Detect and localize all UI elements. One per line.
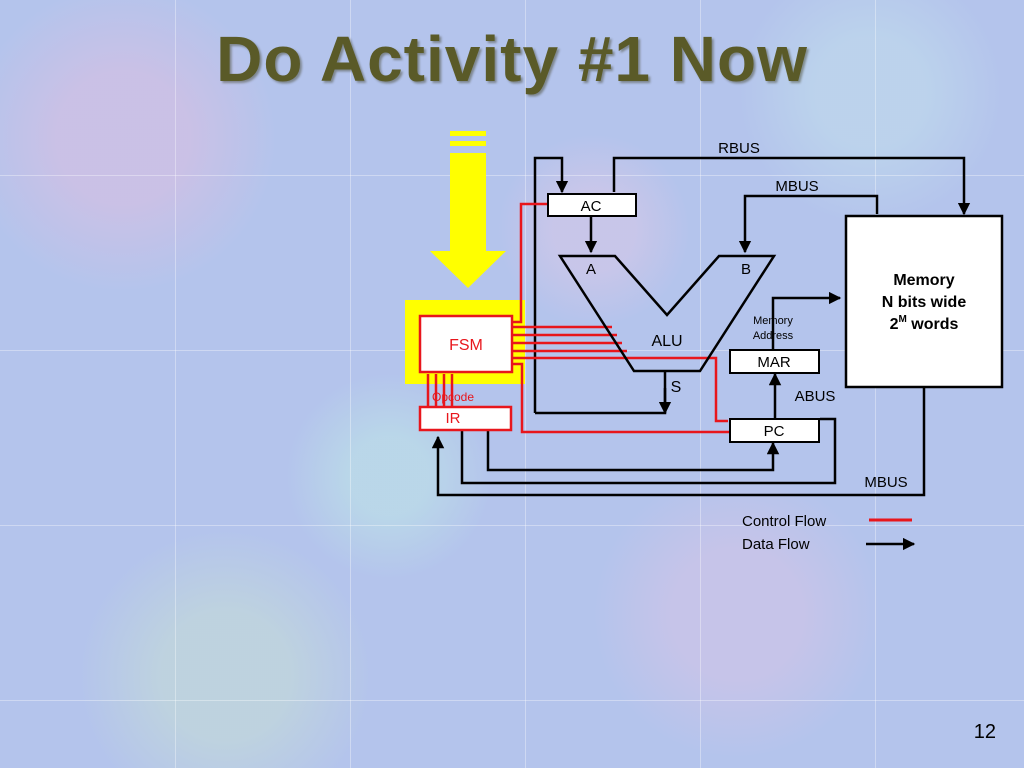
pc-register xyxy=(729,418,820,443)
ir-register xyxy=(418,405,513,432)
alu-input-b-label: B xyxy=(741,261,751,278)
memory-size: 2M words xyxy=(890,314,959,333)
grid-line xyxy=(0,700,1024,701)
fsm-label: FSM xyxy=(449,337,483,354)
ac-label: AC xyxy=(581,198,602,215)
ac-register xyxy=(547,193,637,217)
memory-address-label-2: Address xyxy=(753,330,794,342)
yellow-down-arrow-icon xyxy=(430,131,506,288)
data-flow-wires xyxy=(431,156,971,497)
memory-width: N bits wide xyxy=(882,294,967,311)
pc-label: PC xyxy=(764,423,785,440)
page-number: 12 xyxy=(973,721,996,743)
mar-label: MAR xyxy=(757,354,791,371)
mbus-bottom-label: MBUS xyxy=(864,474,907,491)
grid-line xyxy=(175,0,176,768)
grid-line xyxy=(350,0,351,768)
alu-output-s-label: S xyxy=(671,379,682,396)
slide-title: Do Activity #1 Now xyxy=(216,23,808,95)
grid-line xyxy=(0,525,1024,526)
legend: Control Flow Data Flow xyxy=(742,513,916,553)
grid-line xyxy=(0,175,1024,176)
mar-register xyxy=(729,349,820,374)
alu-shape xyxy=(557,254,777,373)
abus-label: ABUS xyxy=(795,388,836,405)
mbus-top-label: MBUS xyxy=(775,178,818,195)
alu-label: ALU xyxy=(651,333,682,350)
opcode-label: Opcode xyxy=(432,390,474,404)
ir-label: IR xyxy=(446,410,461,427)
legend-control-flow-label: Control Flow xyxy=(742,513,826,530)
grid-line xyxy=(700,0,701,768)
legend-data-flow-label: Data Flow xyxy=(742,536,810,553)
control-flow-wires xyxy=(426,202,730,434)
rbus-label: RBUS xyxy=(718,140,760,157)
memory-title: Memory xyxy=(893,272,954,289)
memory-block xyxy=(844,214,1004,389)
alu-input-a-label: A xyxy=(586,261,596,278)
memory-address-label-1: Memory xyxy=(753,315,793,327)
grid-line xyxy=(525,0,526,768)
fsm-block xyxy=(418,314,514,374)
